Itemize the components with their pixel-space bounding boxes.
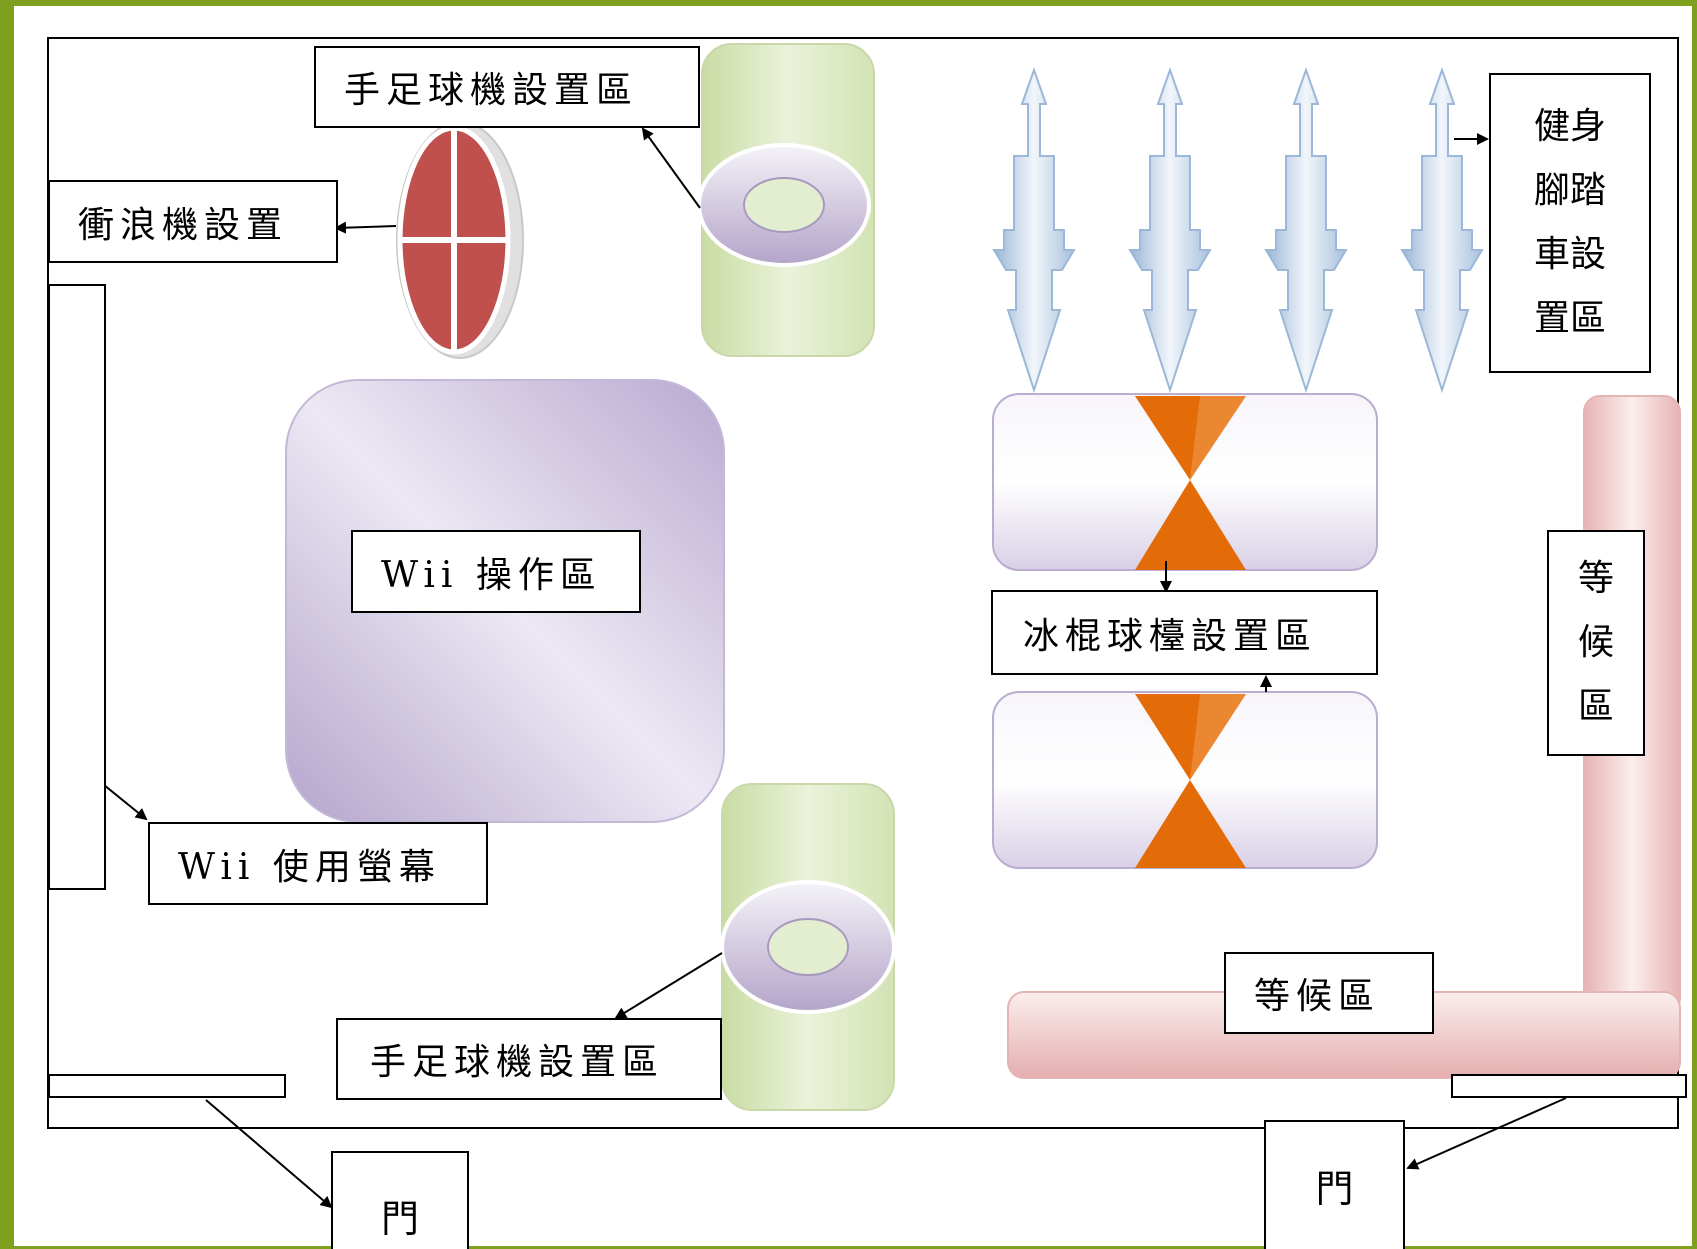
label-door-left: 門 [331, 1151, 469, 1249]
door-jamb-right [1451, 1074, 1687, 1098]
label-foosball-bottom: 手足球機設置區 [336, 1018, 722, 1100]
door-jamb-left [48, 1074, 286, 1098]
bike-arrow-icon [992, 66, 1076, 394]
wii-screen-panel [48, 284, 106, 890]
ring-icon [720, 880, 896, 1014]
hourglass-icon [1135, 396, 1246, 570]
connector-arrow [614, 952, 723, 1020]
label-surf-machine: 衝浪機設置 [48, 180, 338, 263]
connector-arrow [205, 1099, 333, 1209]
connector-arrow [103, 784, 148, 821]
bike-arrow-icon [1400, 66, 1484, 394]
bike-arrow-icon [1128, 66, 1212, 394]
label-waiting-right: 等候區 [1547, 530, 1645, 756]
label-wii-screen: Wii 使用螢幕 [148, 822, 488, 905]
label-foosball-top: 手足球機設置區 [314, 46, 700, 128]
bike-arrow-icon [1264, 66, 1348, 394]
ring-icon [697, 143, 871, 267]
hourglass-icon [1135, 694, 1246, 868]
label-waiting-bottom: 等候區 [1224, 952, 1434, 1034]
connector-arrow [334, 221, 397, 234]
label-fitness-bike: 健身腳踏車設置區 [1489, 73, 1651, 373]
label-air-hockey: 冰棍球檯設置區 [991, 590, 1378, 675]
connector-arrow [641, 127, 701, 209]
surf-machine-icon [396, 121, 524, 359]
connector-arrow [1406, 1097, 1567, 1170]
label-wii-area: Wii 操作區 [351, 530, 641, 613]
label-door-right: 門 [1264, 1120, 1405, 1249]
